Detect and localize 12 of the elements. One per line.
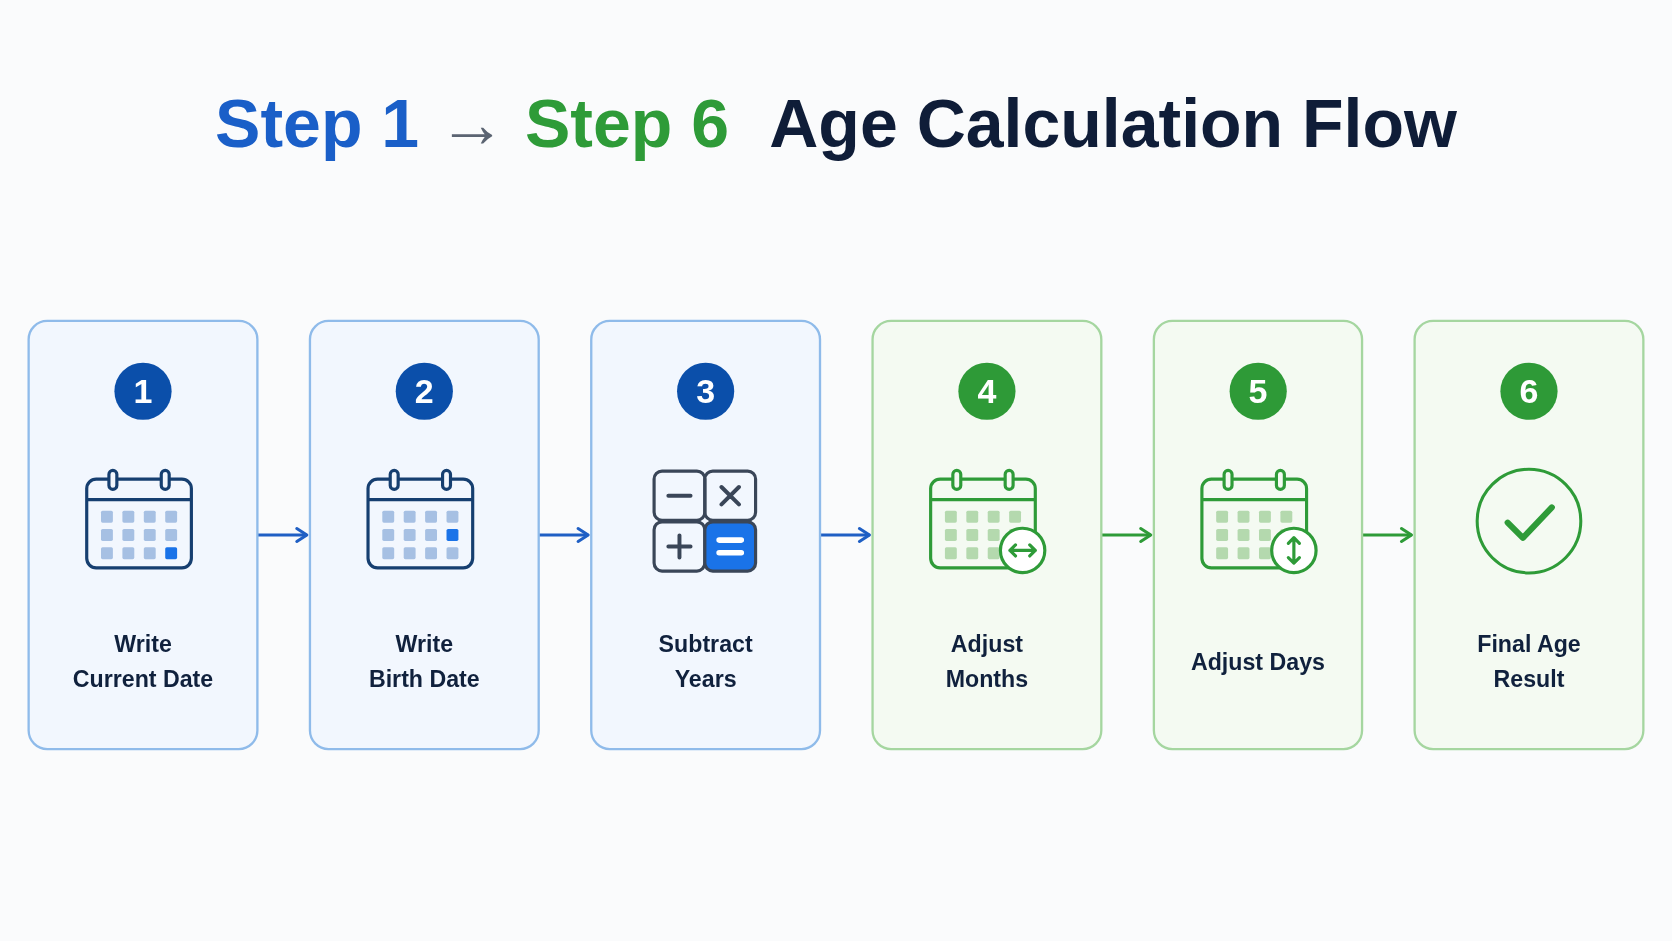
node-box: 6 Final Age Result (1413, 319, 1645, 751)
title: Step 1 → Step 6 Age Calculation Flow (214, 84, 1458, 163)
arrow (820, 526, 871, 544)
node-box: 3 Subtract Years (590, 319, 822, 751)
arrow (257, 526, 309, 544)
arrow (1362, 526, 1414, 544)
node-box: 1 Write Current Date (27, 319, 259, 751)
node-box: 5 Adjust Days (1152, 319, 1364, 751)
arrow (538, 526, 590, 544)
node-box: 2 Write Birth Date (308, 319, 540, 751)
node-box: 4 Adjust Months (871, 319, 1103, 751)
arrow (1101, 526, 1153, 544)
